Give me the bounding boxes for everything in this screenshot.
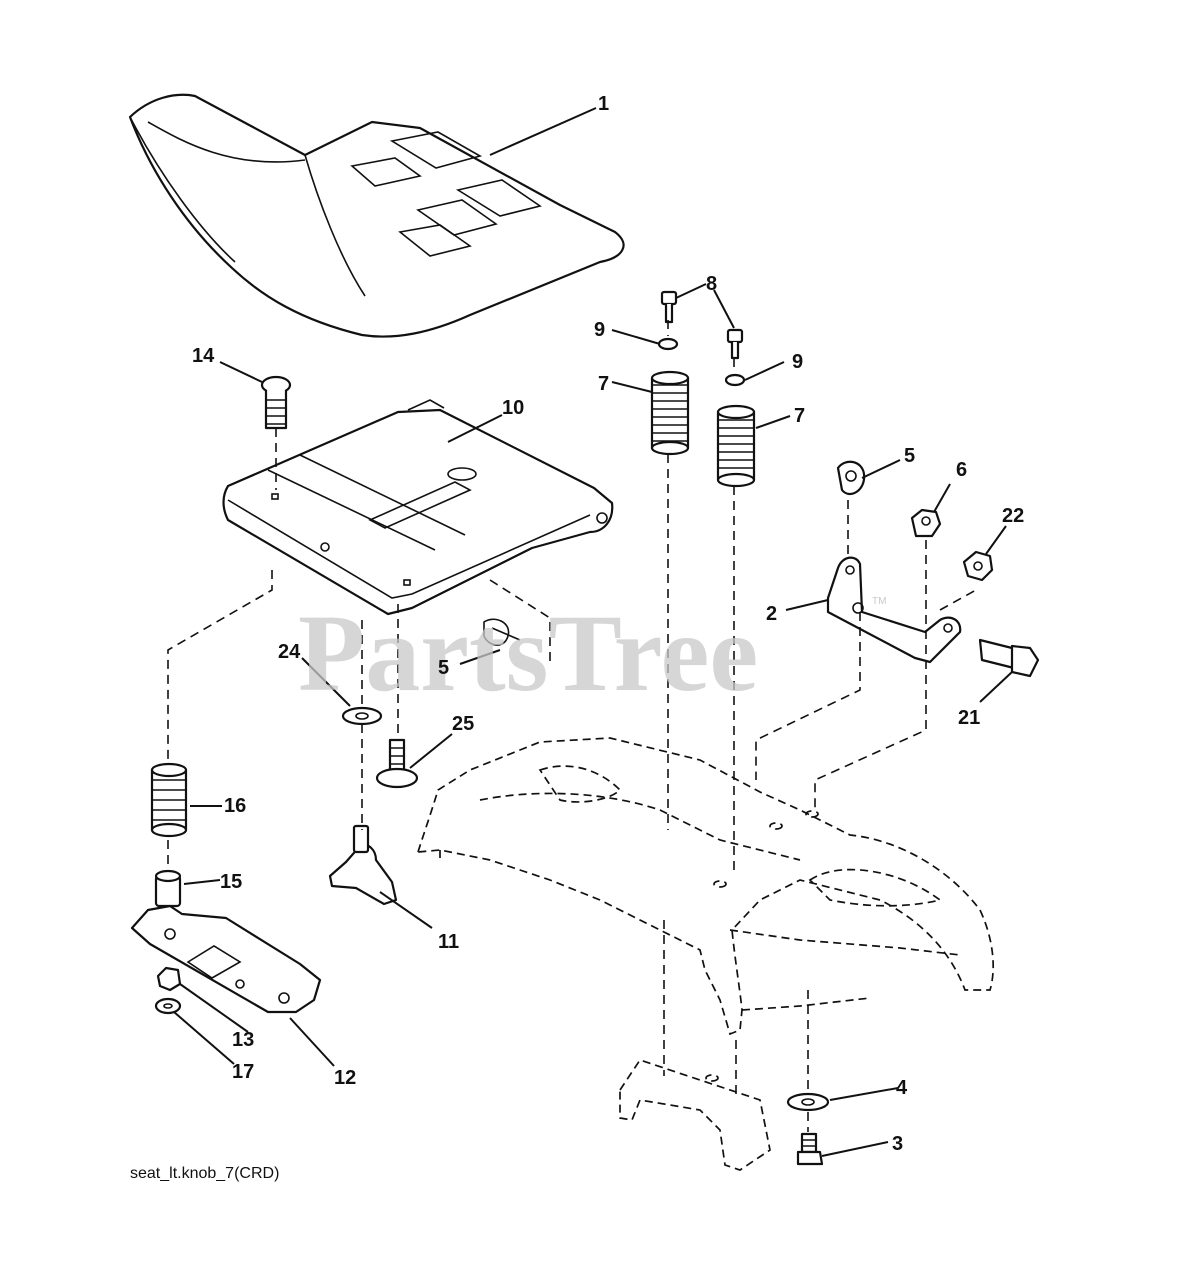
assembly-lines xyxy=(167,320,977,1132)
callout-16: 16 xyxy=(224,795,246,817)
callout-22: 22 xyxy=(1002,505,1024,527)
callout-9-right: 9 xyxy=(792,351,803,373)
callout-10: 10 xyxy=(502,397,524,419)
seat-pan-part xyxy=(222,399,614,616)
spring-left-part xyxy=(650,370,690,456)
bolt-8-part xyxy=(660,290,744,360)
bracket-part xyxy=(826,556,962,664)
nut-13-part xyxy=(156,966,182,992)
knob-11-part xyxy=(328,824,398,906)
callout-13: 13 xyxy=(232,1029,254,1051)
nut-22-part xyxy=(962,550,994,582)
spring-16-part xyxy=(150,762,188,838)
spring-right-part xyxy=(716,404,756,488)
callout-6: 6 xyxy=(956,459,967,481)
carriage-bolt-part xyxy=(260,375,292,430)
callout-15: 15 xyxy=(220,871,242,893)
callout-7-right: 7 xyxy=(794,405,805,427)
plate-12-part xyxy=(130,904,322,1014)
nut-6-part xyxy=(910,508,942,538)
callout-24: 24 xyxy=(278,641,301,663)
callout-5-bracket: 5 xyxy=(904,445,915,467)
callout-3: 3 xyxy=(892,1133,903,1155)
callout-9-left: 9 xyxy=(594,319,605,341)
bolt-3-part xyxy=(796,1132,824,1166)
callout-21: 21 xyxy=(958,707,980,729)
diagram-caption: seat_lt.knob_7(CRD) xyxy=(130,1165,279,1182)
clip-5-part xyxy=(483,460,866,646)
callout-8: 8 xyxy=(706,273,717,295)
washer-17-part xyxy=(154,997,182,1015)
bolt-21-part xyxy=(978,638,1040,678)
callout-4: 4 xyxy=(896,1077,908,1099)
callout-17: 17 xyxy=(232,1061,254,1083)
leader-lines xyxy=(173,107,1013,1157)
callout-7-left: 7 xyxy=(598,373,609,395)
watermark: PartsTree xyxy=(298,592,758,714)
callout-25: 25 xyxy=(452,713,474,735)
spacer-15-part xyxy=(154,869,182,908)
seat-part xyxy=(128,93,625,338)
washer-4-part xyxy=(786,1092,830,1112)
fender-frame-outline xyxy=(416,737,994,1171)
callout-14: 14 xyxy=(192,345,215,367)
trademark-mark: TM xyxy=(872,596,886,607)
callout-2: 2 xyxy=(766,603,777,625)
callout-12: 12 xyxy=(334,1067,356,1089)
bolt-25-part xyxy=(375,738,419,789)
callout-1: 1 xyxy=(598,93,609,115)
callout-5-pan: 5 xyxy=(438,657,449,679)
callout-11: 11 xyxy=(438,931,459,953)
